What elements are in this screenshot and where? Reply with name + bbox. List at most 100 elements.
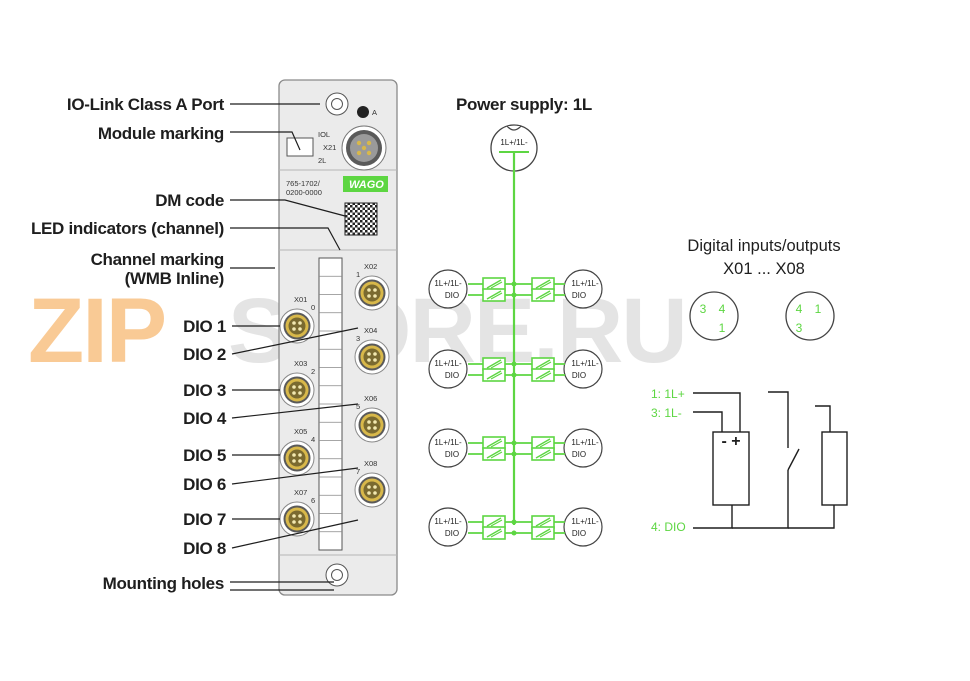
port-number: 6 — [311, 496, 315, 505]
iolink-connector — [341, 125, 387, 171]
port-name: X05 — [294, 427, 307, 436]
dio-8-label: DIO 8 — [183, 539, 226, 558]
connector-right-top: 1L+/1L- — [571, 517, 599, 526]
module-marking-plate — [286, 137, 314, 157]
bus-junction — [511, 292, 517, 298]
wire-4-label: 4: DIO — [651, 520, 686, 534]
connector-right — [563, 428, 603, 468]
io-module: A IOL X21 2L 765-1702/ 0200-0000 WAGO — [278, 79, 398, 596]
wiring-schematic — [693, 391, 848, 529]
digital-io-title: Digital inputs/outputs — [687, 237, 840, 255]
pinout-right: 4 1 3 — [785, 291, 835, 341]
brand-logo-text: WAGO — [349, 179, 384, 191]
connector-left-top: 1L+/1L- — [434, 279, 462, 288]
port-number: 7 — [356, 467, 360, 476]
fuse-icon — [482, 447, 506, 461]
connector-right-top: 1L+/1L- — [571, 279, 599, 288]
dio-4-label: DIO 4 — [183, 409, 227, 428]
callout-lines — [230, 103, 346, 591]
bus-junction — [511, 372, 517, 378]
connector-left-top: 1L+/1L- — [434, 517, 462, 526]
dio-2-label: DIO 2 — [183, 345, 226, 364]
power-connector-label: 1L+/1L- — [500, 138, 528, 147]
dio-1-label: DIO 1 — [183, 317, 226, 336]
dio-5-label: DIO 5 — [183, 446, 226, 465]
connector-right — [563, 269, 603, 309]
port-number: 1 — [356, 270, 360, 279]
channel-marking-callout-sub: (WMB Inline) — [125, 269, 224, 288]
connector-right — [563, 507, 603, 547]
connector-left — [428, 428, 468, 468]
bus-junction — [511, 451, 517, 457]
port-name: X03 — [294, 359, 307, 368]
connector-left — [428, 269, 468, 309]
port-number: 5 — [356, 402, 360, 411]
port-name: X06 — [364, 394, 377, 403]
connector-left-bottom: DIO — [445, 291, 459, 300]
connector-right-bottom: DIO — [572, 450, 586, 459]
pinout-left: 3 4 1 — [689, 291, 739, 341]
connector-left-bottom: DIO — [445, 529, 459, 538]
digital-io-subtitle: X01 ... X08 — [723, 260, 805, 278]
power-supply: Power supply: 1L 1L+/1L- 1L+/1L-DIO1L+/1… — [428, 95, 603, 547]
led-callout: LED indicators (channel) — [31, 219, 224, 238]
callout-labels: IO-Link Class A Port Module marking DM c… — [31, 95, 225, 593]
connector-right — [563, 349, 603, 389]
mounting-hole-bottom — [325, 563, 349, 587]
connector-left — [428, 507, 468, 547]
dio-6-label: DIO 6 — [183, 475, 226, 494]
digital-io: Digital inputs/outputs X01 ... X08 3 4 1… — [651, 237, 848, 534]
connector-right-bottom: DIO — [572, 291, 586, 300]
wire-1-label: 1: 1L+ — [651, 387, 685, 401]
pin-right-1: 1 — [815, 302, 822, 316]
port-x06: X06 5 — [354, 394, 390, 443]
dm-code — [344, 202, 378, 236]
dm-code-callout: DM code — [155, 191, 224, 210]
bus-junction — [511, 281, 517, 287]
module-marking-callout: Module marking — [98, 124, 224, 143]
load-box — [821, 431, 848, 506]
led-strip — [318, 257, 343, 551]
connector-right-top: 1L+/1L- — [571, 359, 599, 368]
fuse-icon — [482, 368, 506, 382]
part-number-line-1: 765-1702/ — [286, 179, 321, 188]
iol-label: IOL — [318, 130, 330, 139]
fuse-icon — [482, 288, 506, 302]
pin-right-3: 3 — [796, 321, 803, 335]
sensor-box — [712, 431, 750, 506]
connector-right-bottom: DIO — [572, 371, 586, 380]
2l-label: 2L — [318, 156, 326, 165]
connector-left-bottom: DIO — [445, 371, 459, 380]
connector-right-top: 1L+/1L- — [571, 438, 599, 447]
port-x07: X07 6 — [279, 488, 315, 537]
dio-7-label: DIO 7 — [183, 510, 226, 529]
port-name: X07 — [294, 488, 307, 497]
fuse-icon — [531, 288, 555, 302]
bus-junction — [511, 440, 517, 446]
connector-left — [428, 349, 468, 389]
part-number-line-2: 0200-0000 — [286, 188, 322, 197]
power-row: 1L+/1L- DIO 1L+/1L- DIO — [428, 269, 603, 309]
watermark-zip: ZIP — [28, 280, 165, 382]
sensor-polarity: - + — [721, 433, 740, 450]
pin-left-4: 4 — [719, 302, 726, 316]
fuse-icon — [531, 447, 555, 461]
pin-left-1: 1 — [719, 321, 726, 335]
iolink-callout: IO-Link Class A Port — [67, 95, 225, 114]
class-a-label: A — [372, 108, 377, 117]
pin-right-4: 4 — [796, 302, 803, 316]
port-number: 0 — [311, 303, 315, 312]
fuse-icon — [482, 526, 506, 540]
bus-junction — [511, 519, 517, 525]
brand-logo — [343, 176, 388, 192]
